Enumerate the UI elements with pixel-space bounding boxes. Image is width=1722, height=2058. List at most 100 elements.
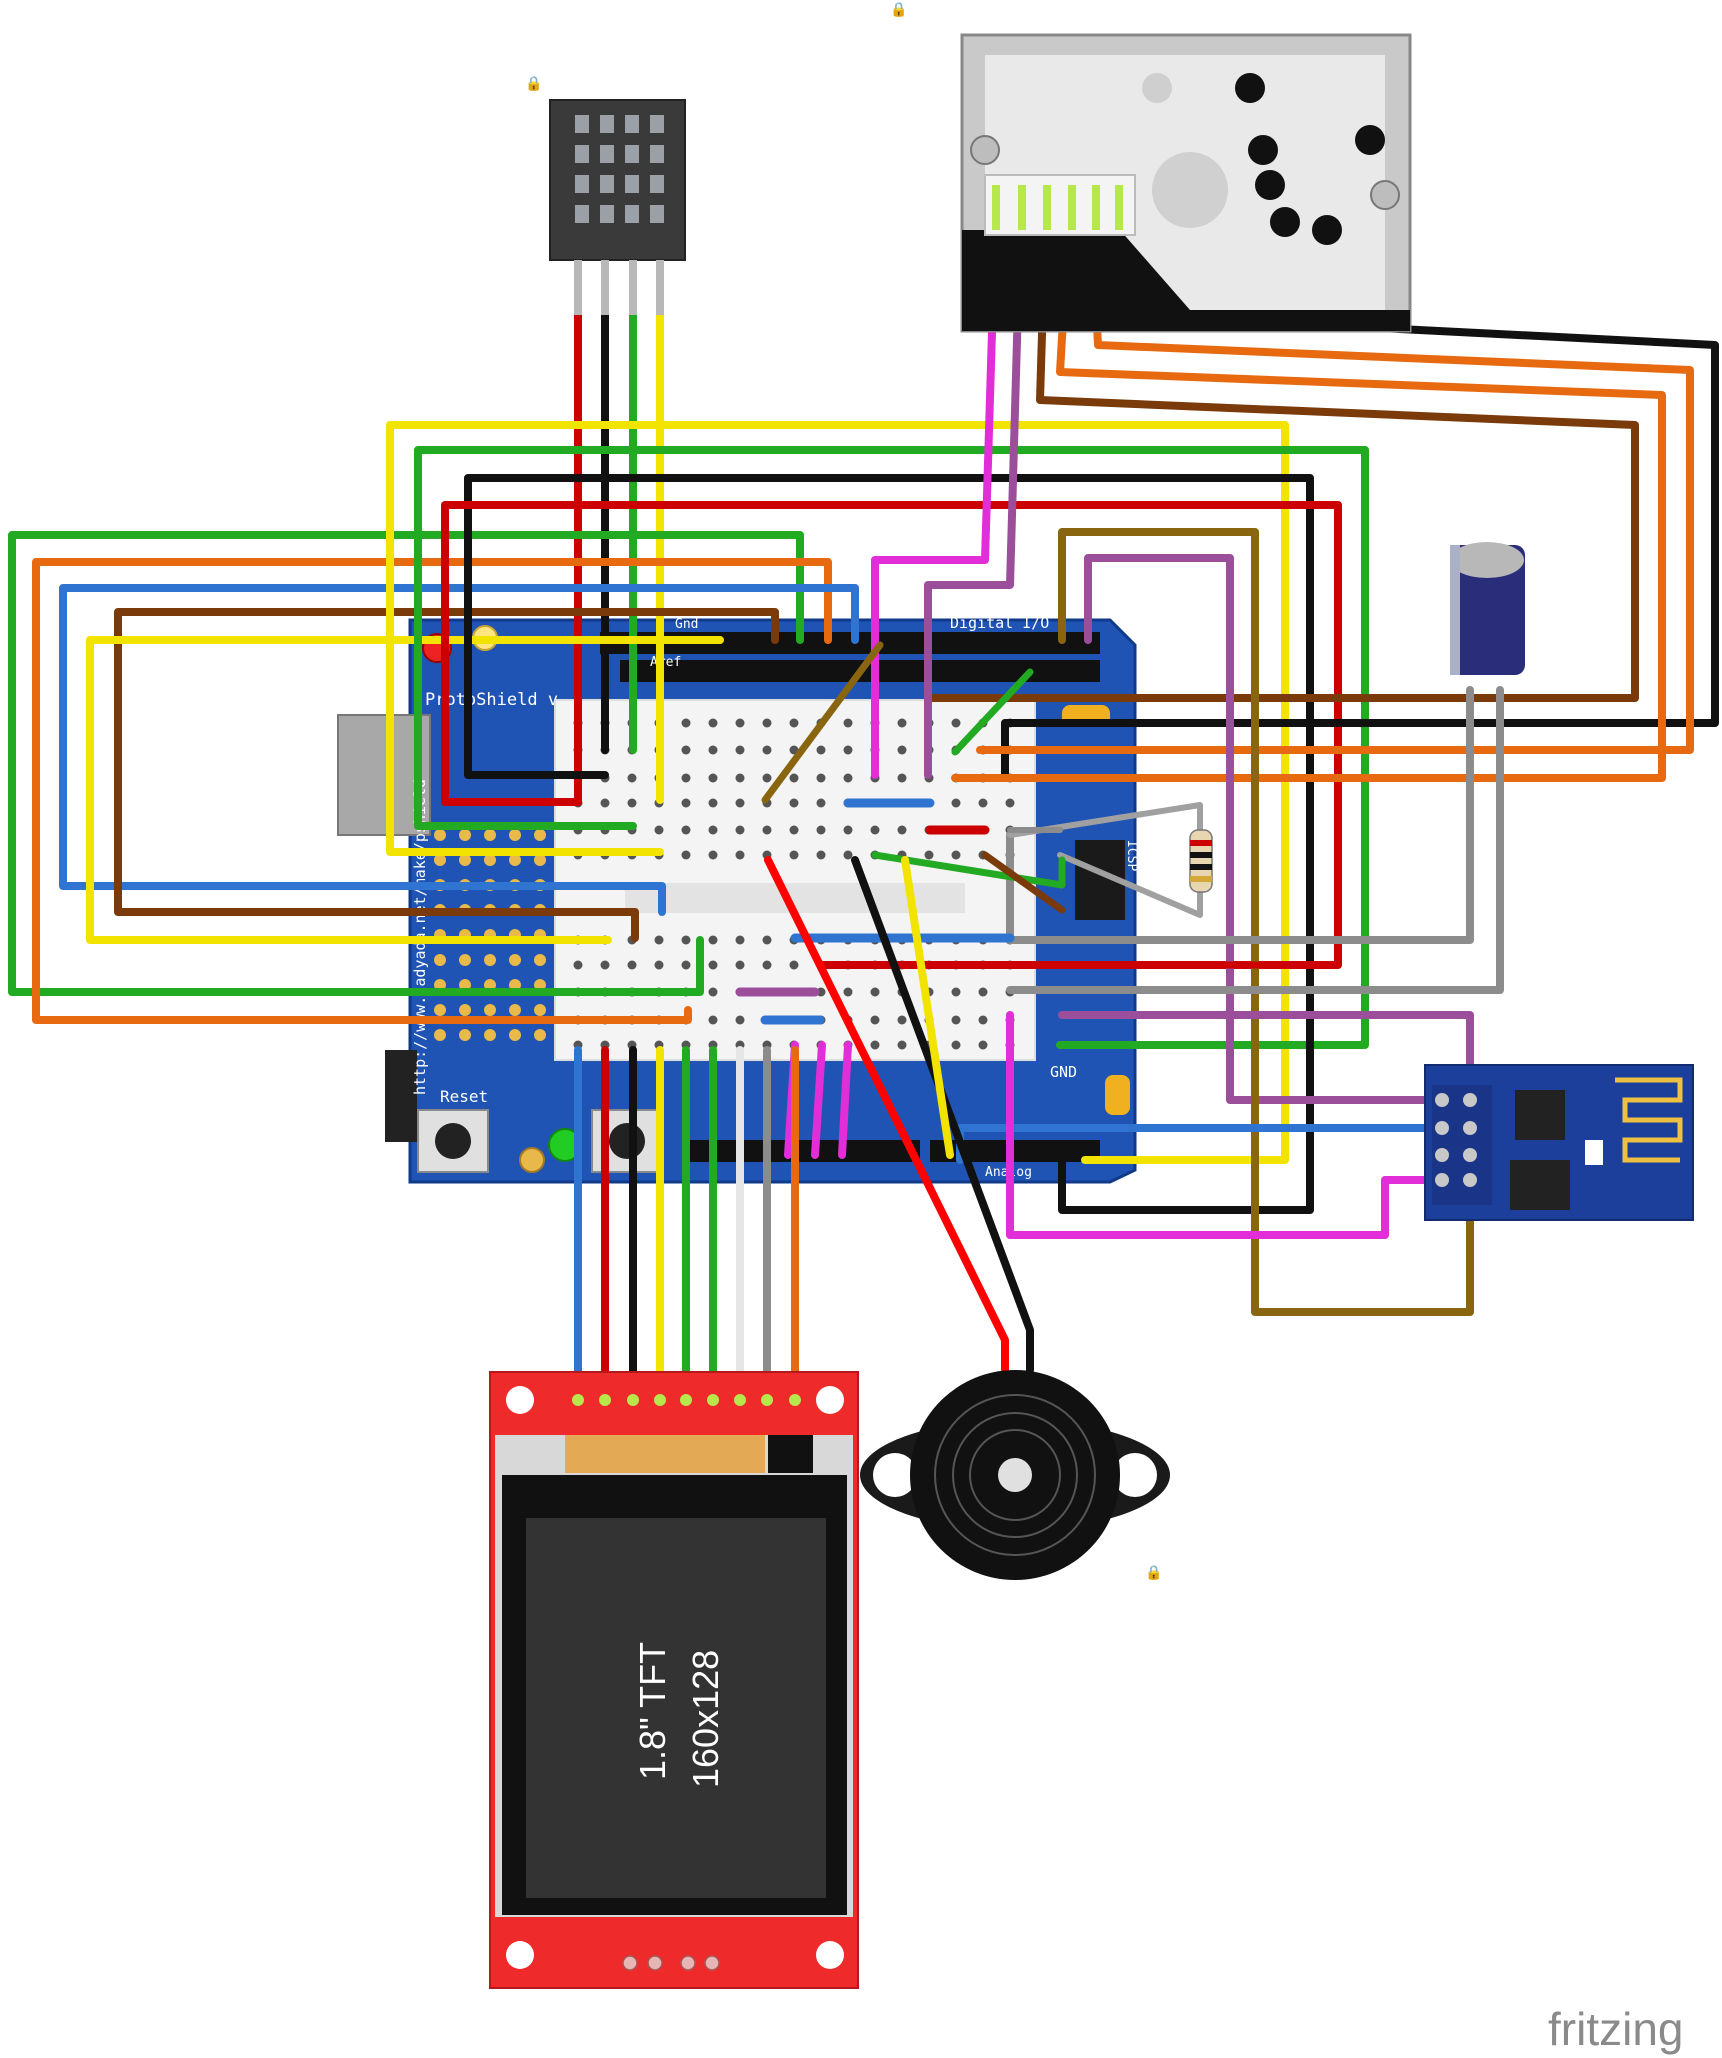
wire-blue-loop [59,584,859,916]
jumper-brown [981,851,1066,914]
breadboard-hole [789,773,799,783]
wires [8,231,1719,1404]
reset-label: Reset [440,1087,488,1106]
icsp-label: ICSP [1124,840,1139,871]
breadboard-hole [681,960,691,970]
breadboard-hole [708,1015,718,1025]
breadboard-hole [843,773,853,783]
breadboard-hole [708,960,718,970]
breadboard-hole [843,987,853,997]
breadboard-hole [870,1040,880,1050]
wire-dust-magenta [871,231,999,779]
breadboard-hole [816,850,826,860]
breadboard-hole [600,960,610,970]
breadboard-hole [951,718,961,728]
breadboard-hole [789,798,799,808]
breadboard-hole [789,960,799,970]
wire-buzzer-red [764,856,1009,1374]
breadboard-hole [897,718,907,728]
wire-green-top [414,446,1369,1049]
breadboard-hole [735,960,745,970]
breadboard-hole [897,825,907,835]
breadboard-hole [735,718,745,728]
digital-io-label: Digital I/O [950,614,1049,632]
breadboard-hole [681,825,691,835]
dht-sensor [549,99,686,315]
breadboard-hole [1005,798,1015,808]
breadboard-hole [654,960,664,970]
wire-magenta-h2 [811,1041,826,1159]
breadboard-hole [762,773,772,783]
wire-dust-purple [924,231,1024,779]
breadboard-hole [816,798,826,808]
breadboard-hole [681,798,691,808]
lock-icon: 🔒 [525,76,542,92]
breadboard-hole [978,1015,988,1025]
lock-icon: 🔒 [890,2,907,18]
breadboard-hole [708,773,718,783]
led-orange [519,1147,545,1173]
breadboard-hole [951,987,961,997]
breadboard-hole [951,1040,961,1050]
breadboard-hole [681,850,691,860]
wire-gray-cap2 [1006,686,1504,994]
breadboard-hole [951,850,961,860]
breadboard-hole [897,1040,907,1050]
fritzing-watermark: fritzing [1548,2003,1683,2055]
breadboard-hole [789,825,799,835]
tft-display: 1.8" TFT 160x128 [489,1371,859,1989]
breadboard-hole [843,850,853,860]
breadboard-hole [681,718,691,728]
breadboard-hole [681,935,691,945]
screw-icon [1370,180,1400,210]
breadboard-hole [681,745,691,755]
breadboard-hole [978,798,988,808]
breadboard-hole [789,850,799,860]
reset-button[interactable] [417,1109,489,1173]
breadboard-hole [627,960,637,970]
breadboard-hole [816,745,826,755]
breadboard-hole [573,960,583,970]
jumper-green [871,851,1066,889]
wire-orange-loop [32,558,832,1024]
breadboard-hole [600,798,610,808]
lock-icon: 🔒 [1145,1565,1162,1581]
wire-yellow-loop [86,636,724,944]
breadboard-hole [735,798,745,808]
wire-green-loop [8,531,804,996]
breadboard-hole [897,745,907,755]
breadboard-hole [735,1015,745,1025]
breadboard-hole [708,718,718,728]
gnd-top-label: Gnd [675,617,698,632]
breadboard-hole [951,798,961,808]
wire-brown-loop [114,608,779,942]
screw-icon [970,135,1000,165]
breadboard-hole [978,1040,988,1050]
breadboard-hole [708,798,718,808]
breadboard-hole [735,825,745,835]
breadboard-hole [843,745,853,755]
breadboard-hole [897,773,907,783]
shield-title: ProtoShield v [425,690,558,710]
wire-magenta-h3 [838,1041,852,1159]
tft-resolution-label: 160x128 [685,1650,726,1788]
breadboard-hole [762,960,772,970]
power-jack [385,1050,417,1142]
wire-yellow-diag [901,856,954,1159]
breadboard-hole [870,987,880,997]
esp8266-module [1424,1064,1694,1221]
breadboard-hole [762,825,772,835]
capacitor [1450,542,1525,675]
breadboard-hole [708,745,718,755]
breadboard-hole [762,718,772,728]
breadboard-hole [816,773,826,783]
gnd-side-label: GND [1050,1063,1077,1081]
breadboard-hole [762,745,772,755]
breadboard-hole [843,825,853,835]
breadboard-hole [843,718,853,728]
breadboard-hole [708,935,718,945]
jumper-green2 [951,668,1034,756]
breadboard-hole [897,1015,907,1025]
dust-sensor [960,33,1412,333]
